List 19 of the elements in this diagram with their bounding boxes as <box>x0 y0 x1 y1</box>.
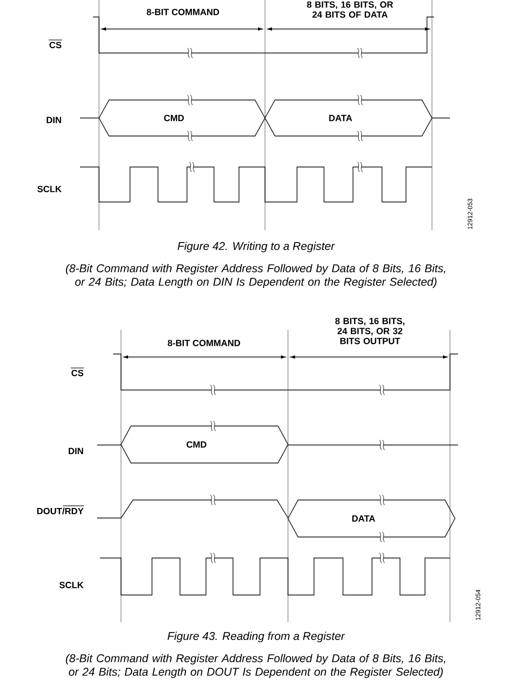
signal-label: CS <box>48 40 62 48</box>
figure-caption: (8-Bit Command with Register Address Followed by Data of 8 Bits, 16 Bits, or 24 Bits; Data Length on DOUT Is Dependent on the Register Selected) <box>66 654 446 678</box>
signal-label: SCLK <box>37 186 62 192</box>
dimension-label: 8-BIT COMMAND <box>146 8 220 16</box>
dimension-label: 8 BITS, 16 BITS, 24 BITS, OR 32 BITS OUTPUT <box>335 318 404 344</box>
signal-label: DIN <box>68 448 84 454</box>
dimension-label: 8-BIT COMMAND <box>168 340 240 346</box>
figure-caption: Figure 42. Writing to a Register <box>178 242 336 252</box>
data-hexagon: DATA <box>288 500 456 538</box>
dimension-label: 8 BITS, 16 BITS, OR 24 BITS OF DATA <box>307 1 394 18</box>
data-hexagon: CMD <box>98 100 266 136</box>
figure-caption: Figure 43. Reading from a Register <box>168 632 346 642</box>
data-hexagon: CMD <box>120 426 288 464</box>
signal-label: DIN <box>46 116 62 124</box>
figure-caption: (8-Bit Command with Register Address Followed by Data of 8 Bits, 16 Bits, or 24 Bits; Data Length on DIN Is Dependent on the Register Selected) <box>66 264 446 288</box>
signal-label: SCLK <box>59 582 84 588</box>
signal-label: CS <box>70 368 84 376</box>
data-hexagon: DATA <box>264 100 432 136</box>
signal-label: DOUT/RDY <box>37 506 84 514</box>
